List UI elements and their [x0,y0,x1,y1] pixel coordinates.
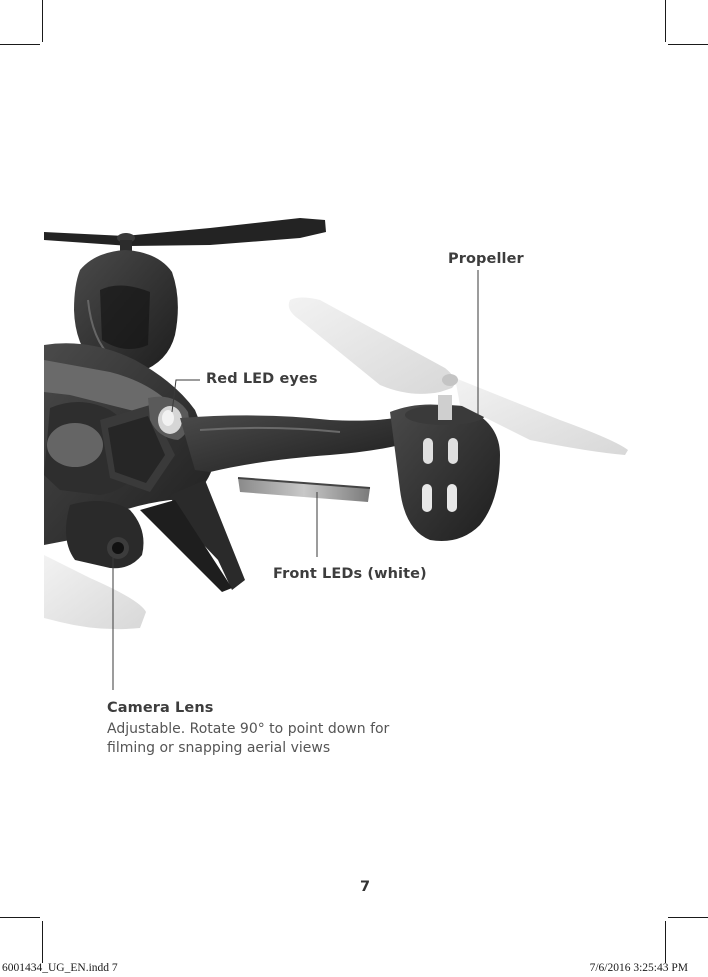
camera-lens-description: Adjustable. Rotate 90° to point down for… [107,721,390,756]
crop-mark-top-right-horizontal [668,44,708,45]
red-led-eyes-label: Red LED eyes [206,371,318,387]
front-motor-pod [390,395,500,541]
crop-mark-top-left-vertical [42,0,43,42]
crop-mark-top-right-vertical [665,0,666,42]
page-number: 7 [360,879,371,895]
slug-file: 6001434_UG_EN.indd 7 [2,962,118,974]
front-arm [180,415,400,472]
landing-gear [140,480,245,592]
red-led-eye [148,396,189,440]
crop-mark-bottom-right-vertical [665,921,666,963]
front-leds-label: Front LEDs (white) [273,566,427,582]
crop-mark-top-left-horizontal [0,44,40,45]
camera-lens-title: Camera Lens [107,700,214,716]
callout-lines [112,270,479,690]
slug-timestamp: 7/6/2016 3:25:43 PM [589,962,688,974]
crop-mark-bottom-left-vertical [42,921,43,963]
crop-mark-bottom-left-horizontal [0,917,40,918]
lower-propeller [44,555,146,630]
crop-mark-bottom-right-horizontal [668,917,708,918]
red-led-leader-line [171,379,200,413]
front-propeller [288,297,628,455]
propeller-label: Propeller [448,251,524,267]
camera-module [66,501,144,569]
front-leds [237,477,371,502]
top-propeller [44,218,326,262]
